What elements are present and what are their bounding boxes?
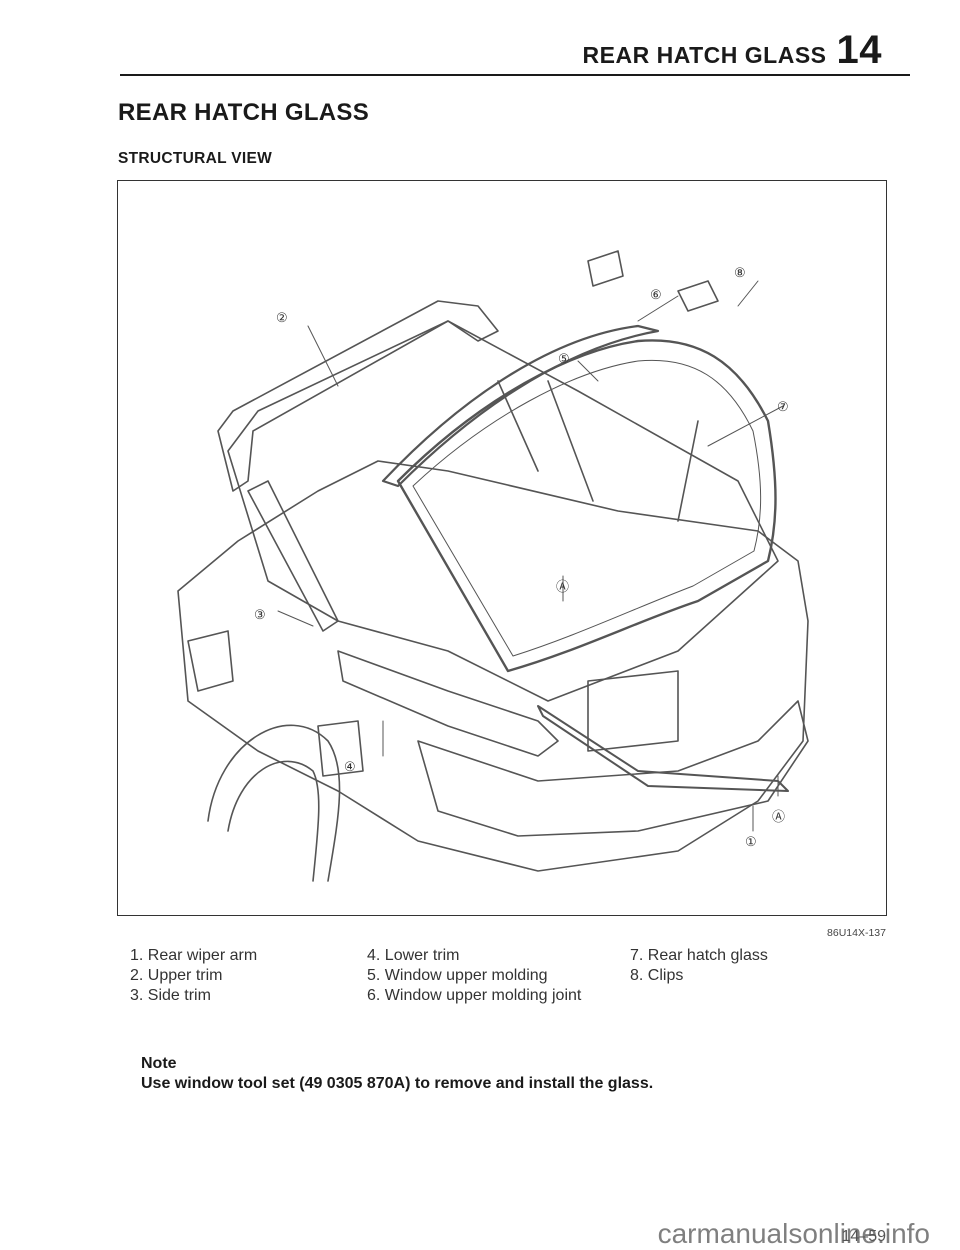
legend-item: 5. Window upper molding — [367, 967, 548, 984]
note-text: Use window tool set (49 0305 870A) to re… — [141, 1075, 654, 1092]
car-body-outline — [177, 460, 809, 872]
subsection-title: STRUCTURAL VIEW — [118, 150, 273, 167]
structural-view-figure: ① ② ③ ④ ⑤ ⑥ ⑦ ⑧ Ⓐ Ⓐ — [117, 180, 887, 916]
legend-item: 6. Window upper molding joint — [367, 987, 582, 1004]
legend-item: 2. Upper trim — [130, 967, 223, 984]
rear-hatch-illustration: ① ② ③ ④ ⑤ ⑥ ⑦ ⑧ Ⓐ Ⓐ — [177, 250, 809, 882]
callout-8: ⑧ — [734, 265, 746, 280]
rear-wiper-arm — [537, 705, 789, 792]
callout-a-lower: Ⓐ — [772, 809, 785, 824]
page-number: 14–59 — [841, 1228, 887, 1245]
callout-4: ④ — [344, 759, 356, 774]
side-trim — [247, 480, 339, 632]
rear-hatch-glass — [396, 339, 777, 673]
chapter-number: 14 — [836, 28, 882, 72]
callout-6: ⑥ — [650, 287, 662, 302]
note-block: Note Use window tool set (49 0305 870A) … — [141, 1054, 653, 1094]
license-plate-recess — [587, 670, 679, 752]
hatch-opening — [227, 320, 779, 702]
clip-part — [587, 250, 624, 287]
lower-trim — [337, 650, 559, 757]
figure-id: 86U14X-137 — [827, 927, 886, 939]
legend-item: 3. Side trim — [130, 987, 211, 1004]
page-header: REAR HATCH GLASS 14 — [583, 30, 882, 70]
header-rule — [120, 74, 910, 76]
section-title: REAR HATCH GLASS — [118, 99, 370, 126]
upper-trim — [217, 300, 499, 492]
callout-7: ⑦ — [777, 399, 789, 414]
callout-1: ① — [745, 834, 757, 849]
legend-item: 7. Rear hatch glass — [630, 947, 768, 964]
callout-5: ⑤ — [558, 351, 570, 366]
wheel-arch — [207, 724, 341, 882]
callout-3: ③ — [254, 607, 266, 622]
molding-joint — [677, 280, 719, 312]
tail-light-left — [187, 630, 234, 692]
watermark: carmanualsonline.info — [657, 1218, 930, 1249]
callout-a-upper: Ⓐ — [556, 579, 569, 594]
note-heading: Note — [141, 1055, 177, 1072]
legend-column-1: 1. Rear wiper arm 2. Upper trim 3. Side … — [130, 946, 257, 1006]
tail-light-right — [317, 720, 364, 777]
legend-item: 4. Lower trim — [367, 947, 460, 964]
header-title: REAR HATCH GLASS — [582, 42, 827, 68]
legend-item: 8. Clips — [630, 967, 684, 984]
callout-2: ② — [276, 310, 288, 325]
legend-item: 1. Rear wiper arm — [130, 947, 258, 964]
legend-column-3: 7. Rear hatch glass 8. Clips — [630, 946, 768, 986]
window-upper-molding — [381, 324, 660, 488]
bumper-outline — [417, 700, 809, 837]
legend-column-2: 4. Lower trim 5. Window upper molding 6.… — [367, 946, 581, 1006]
